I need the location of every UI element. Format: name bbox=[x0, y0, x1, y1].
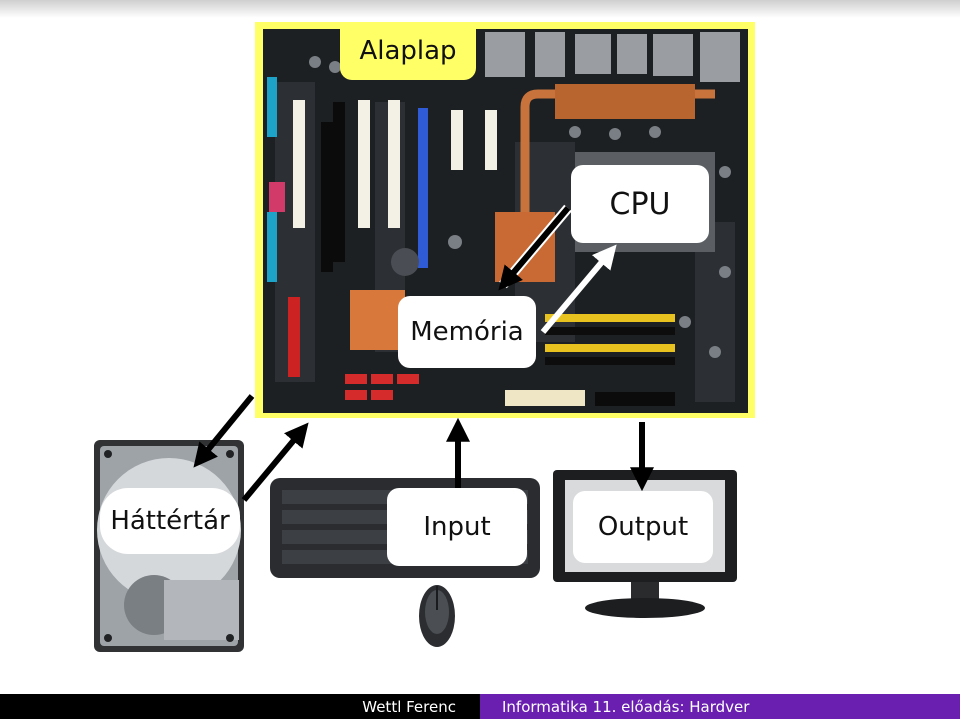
motherboard-image bbox=[255, 22, 755, 418]
storage-label: Háttértár bbox=[100, 488, 240, 554]
arrow-memory-to-cpu bbox=[540, 244, 617, 334]
memory-label: Memória bbox=[398, 296, 536, 368]
input-label: Input bbox=[387, 488, 527, 566]
footer-bar: Wettl Ferenc Informatika 11. előadás: Ha… bbox=[0, 694, 960, 719]
cpu-label: CPU bbox=[571, 165, 709, 243]
arrow-storage-to-board bbox=[241, 422, 309, 502]
arrow-board-to-storage bbox=[193, 394, 255, 468]
footer-author: Wettl Ferenc bbox=[0, 694, 480, 719]
top-shadow bbox=[0, 0, 960, 18]
output-label: Output bbox=[573, 491, 713, 563]
arrow-cpu-to-memory bbox=[498, 204, 572, 291]
motherboard-label: Alaplap bbox=[340, 22, 476, 80]
footer-course: Informatika 11. előadás: Hardver bbox=[480, 694, 960, 719]
mouse-image bbox=[419, 585, 455, 647]
